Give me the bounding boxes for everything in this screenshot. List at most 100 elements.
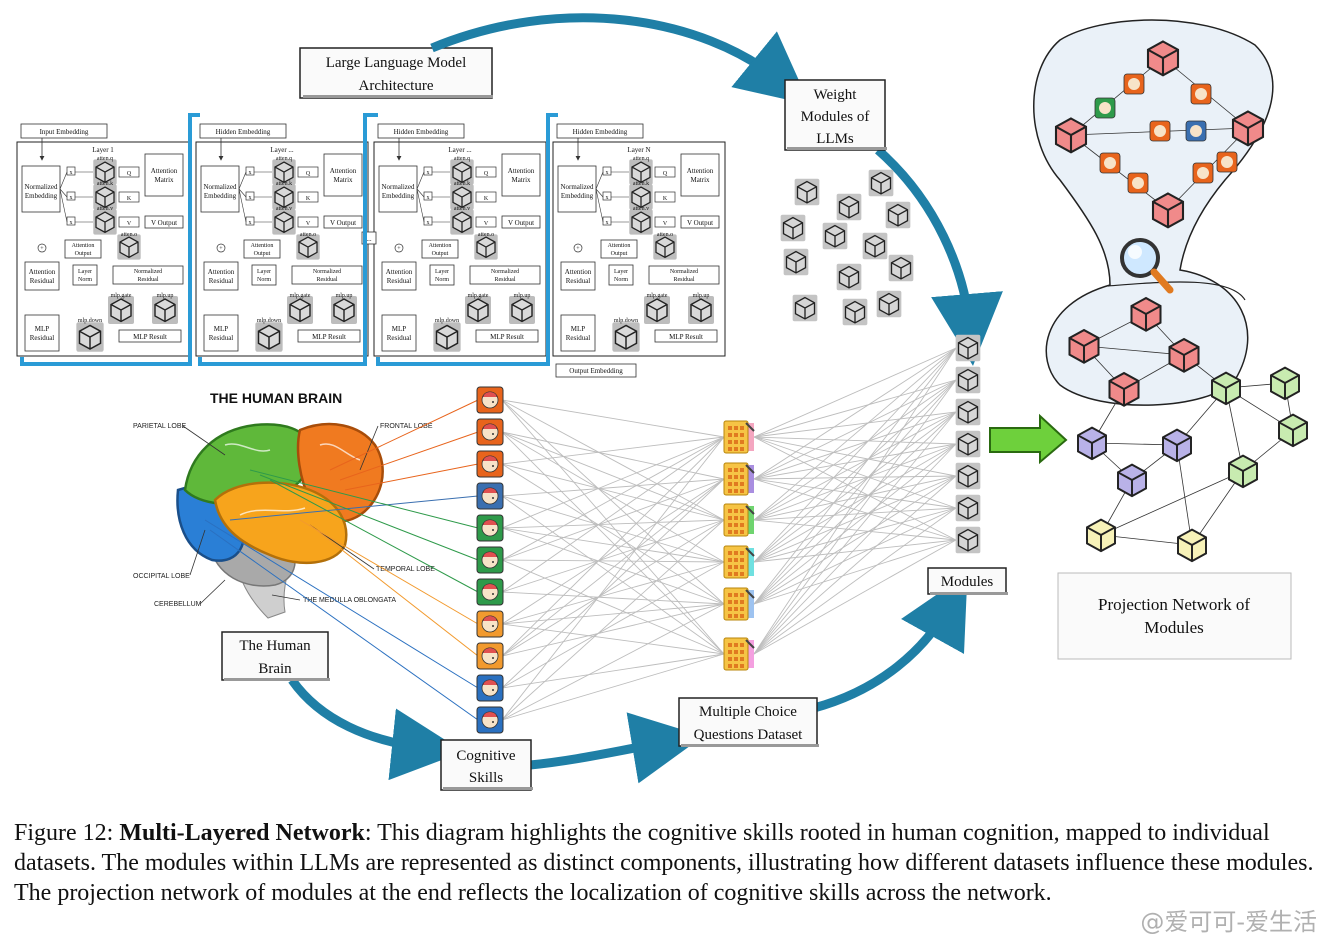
attention-residual-label: Residual xyxy=(387,277,412,285)
mlp-down-label: mlp.down xyxy=(257,318,281,324)
multiply-label: x xyxy=(606,220,609,226)
skill-dataset-edge xyxy=(501,399,725,605)
weight-cube-icon xyxy=(842,298,868,326)
brain-lobe-labels: PARIETAL LOBE FRONTAL LOBE OCCIPITAL LOB… xyxy=(133,423,435,608)
mlp-gate-cube xyxy=(287,296,313,324)
layer-norm-label: Norm xyxy=(614,277,628,283)
attention-weight-label: atten.k xyxy=(97,181,113,187)
projection-line-1: Projection Network of xyxy=(1098,595,1250,614)
projection-green-cube xyxy=(1270,366,1300,401)
attention-weight-label: atten.v xyxy=(454,206,470,212)
attention-output-label: Output xyxy=(611,251,628,257)
panel-top-label: Hidden Embedding xyxy=(394,128,449,136)
multiply-label: x xyxy=(70,195,73,201)
dataset-module-edge xyxy=(753,347,957,605)
skill-head-mini-icon xyxy=(1185,120,1207,142)
skill-dataset-edge xyxy=(501,478,725,625)
medulla-label: THE MEDULLA OBLONGATA xyxy=(303,597,396,604)
cognitive-skill-head-icon xyxy=(476,706,504,734)
skill-head-mini-icon xyxy=(1149,120,1171,142)
projection-purple-cube xyxy=(1117,463,1147,498)
brain-skill-edge xyxy=(204,519,479,689)
brain-skill-edge xyxy=(329,399,479,471)
module-cube-icon xyxy=(955,398,981,426)
dataset-module-edge xyxy=(753,411,957,438)
weight-cube xyxy=(93,184,117,210)
module-cube-icon xyxy=(955,494,981,522)
qkv-label: K xyxy=(663,196,668,202)
mcq-dataset-box: Multiple Choice Questions Dataset xyxy=(678,697,819,747)
skill-head-mini-icon xyxy=(1123,73,1145,95)
weight-cube xyxy=(629,159,653,185)
normalized-embedding-label: Normalized xyxy=(24,183,58,191)
mlp-up-label: mlp.up xyxy=(157,293,174,299)
brain-skill-edge xyxy=(259,474,479,561)
weight-modules-line-3: LLMs xyxy=(816,131,854,147)
attention-weight-label: atten.k xyxy=(276,181,292,187)
dataset-icons xyxy=(723,420,755,671)
attention-residual-label: Residual xyxy=(209,277,234,285)
module-cube-icon xyxy=(955,334,981,362)
skill-dataset-edge xyxy=(501,527,725,605)
weight-modules-line-2: Modules of xyxy=(801,109,870,125)
qkv-label: V xyxy=(484,221,489,227)
multiply-label: x xyxy=(249,220,252,226)
dataset-module-edge xyxy=(753,436,957,477)
llm-architecture-line-2: Architecture xyxy=(359,78,434,94)
mlp-residual-label: MLP xyxy=(392,325,407,333)
attention-residual-label: Attention xyxy=(565,268,592,276)
weight-cube xyxy=(450,159,474,185)
dataset-module-edge xyxy=(753,443,957,563)
dataset-module-edge xyxy=(753,475,957,605)
layer-norm-label: Layer xyxy=(614,269,628,275)
skill-dataset-edge xyxy=(501,561,725,689)
dataset-module-edge xyxy=(753,347,957,655)
dataset-module-edge xyxy=(753,436,957,541)
output-embedding-label: Output Embedding xyxy=(569,367,623,375)
v-output-label: V Output xyxy=(151,219,177,227)
human-brain-line-1: The Human xyxy=(239,638,311,654)
v-output-label: V Output xyxy=(330,219,356,227)
mlp-gate-cube xyxy=(108,296,134,324)
skill-dataset-edge xyxy=(501,603,725,625)
skill-dataset-edge xyxy=(501,436,725,657)
projection-red-cube xyxy=(1054,117,1088,154)
dataset-module-edge xyxy=(753,379,957,480)
projection-red-cube xyxy=(1151,192,1185,229)
multiply-label: x xyxy=(427,170,430,176)
skill-head-mini-icon xyxy=(1192,162,1214,184)
mlp-down-cube xyxy=(433,322,461,352)
dataset-module-edge xyxy=(753,436,957,445)
mlp-residual-label: Residual xyxy=(566,334,591,342)
normalized-embedding-label: Embedding xyxy=(561,192,594,200)
qkv-label: Q xyxy=(127,171,132,177)
cognitive-skill-head-icon xyxy=(476,546,504,574)
cognitive-skill-head-icon xyxy=(476,418,504,446)
projection-edge xyxy=(1070,57,1164,136)
dataset-module-edge xyxy=(753,443,957,655)
weight-cube xyxy=(450,209,474,235)
projection-purple-cube xyxy=(1162,428,1192,463)
attention-o-label: atten.o xyxy=(478,232,494,238)
cognitive-skill-head-icon xyxy=(476,482,504,510)
watermark-text: @爱可可-爱生活 xyxy=(1140,908,1317,936)
attention-o-cube xyxy=(117,234,141,260)
skill-dataset-edge xyxy=(501,591,725,605)
projection-edge xyxy=(1176,444,1193,546)
brain-title: THE HUMAN BRAIN xyxy=(210,390,342,406)
dataset-module-edge xyxy=(753,379,957,521)
brain-skill-edge xyxy=(309,524,479,657)
cognitive-skill-head-icon xyxy=(476,610,504,638)
brain-to-skill-lines xyxy=(204,399,479,721)
attention-matrix-label: Matrix xyxy=(511,176,531,184)
module-cube-icon xyxy=(955,430,981,458)
dataset-document-icon xyxy=(723,462,755,496)
attention-matrix-label: Matrix xyxy=(154,176,174,184)
skill-head-mini-icon xyxy=(1190,83,1212,105)
dataset-module-edge xyxy=(753,539,957,563)
dataset-module-edge xyxy=(753,478,957,509)
mlp-residual-label: MLP xyxy=(35,325,50,333)
dataset-module-edge xyxy=(753,539,957,655)
projection-red-cube xyxy=(1108,371,1140,407)
dataset-module-edge xyxy=(753,443,957,521)
